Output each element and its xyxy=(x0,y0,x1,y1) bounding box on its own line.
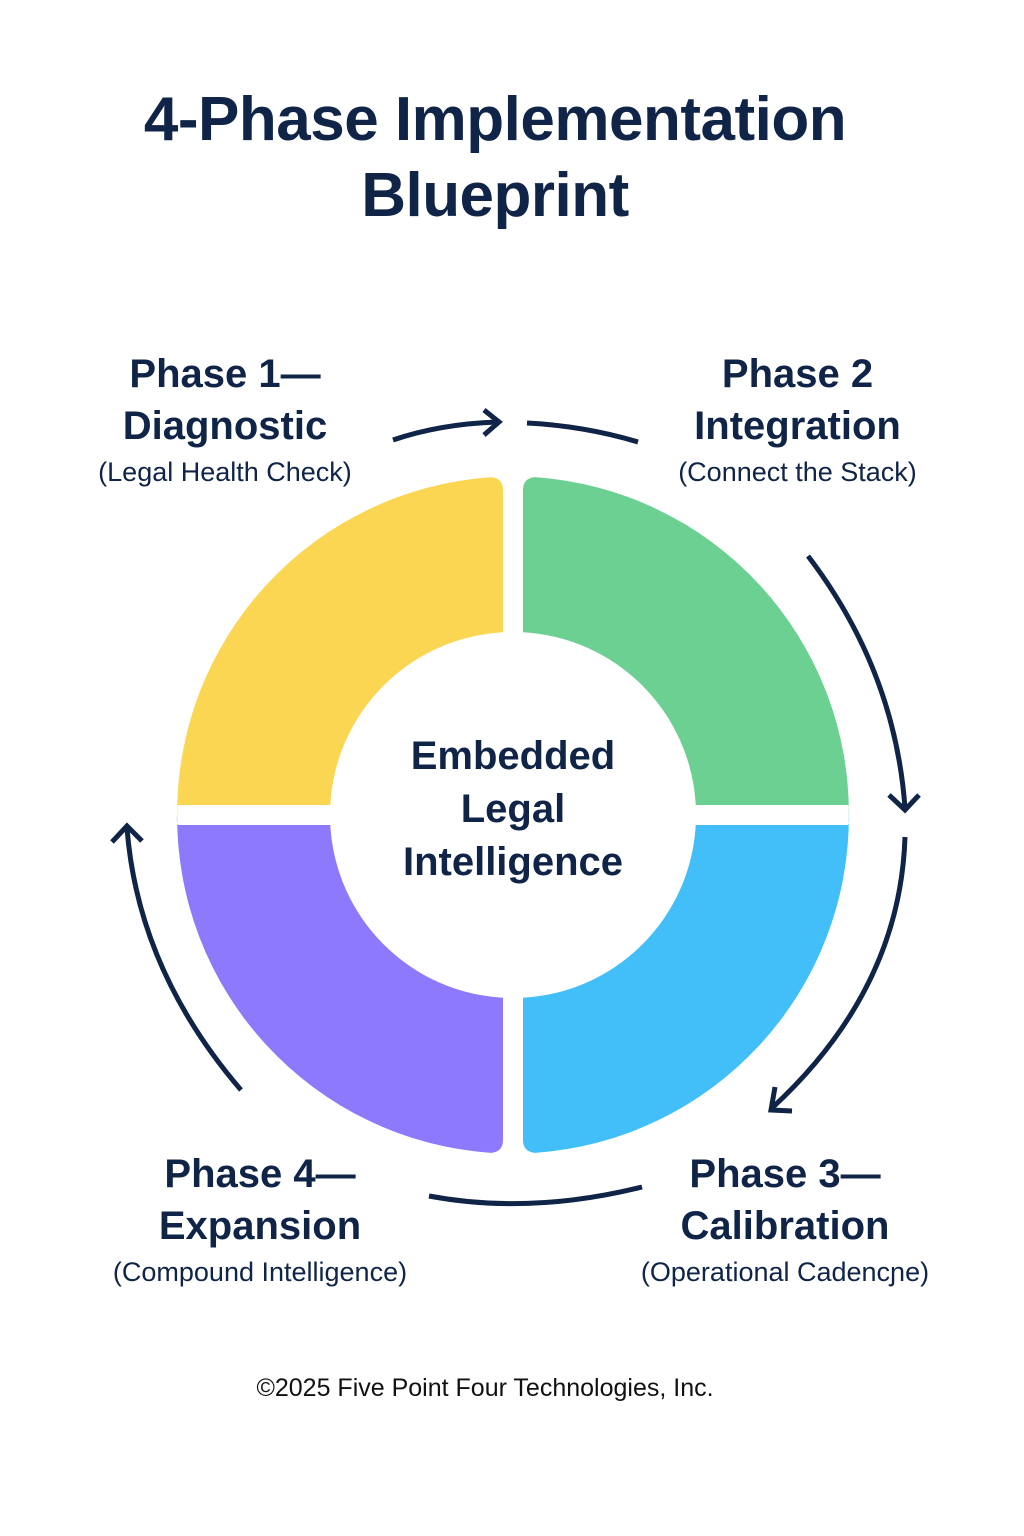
phase-3-heading-1: Phase 3— xyxy=(689,1152,881,1196)
copyright-footer: ©2025 Five Point Four Technologies, Inc. xyxy=(256,1374,714,1402)
segment-phase-4 xyxy=(176,813,503,1153)
arrow-phase-2-to-3 xyxy=(806,554,908,809)
phase-3-subtitle: (Operational Cadencɲe) xyxy=(640,1257,930,1287)
phase-1-subtitle: (Legal Health Check) xyxy=(98,457,352,487)
cycle-arrows xyxy=(110,408,921,1207)
center-label: Embedded Legal Intelligence xyxy=(343,730,683,889)
segment-phase-3 xyxy=(523,813,850,1153)
connector-top-right xyxy=(526,420,639,445)
arrow-phase-3-connector xyxy=(770,836,908,1110)
arrow-phase-4-to-1 xyxy=(124,827,243,1092)
phase-4-subtitle: (Compound Intelligence) xyxy=(112,1257,408,1287)
phase-3-heading-2: Calibration xyxy=(680,1204,890,1248)
center-label-line-2: Legal xyxy=(460,787,566,831)
phase-2-subtitle: (Connect the Stack) xyxy=(678,457,917,487)
arrowhead-phase-4-to-1-icon xyxy=(110,822,144,844)
page-title-line-2: Blueprint xyxy=(361,161,629,230)
page-title-line-1: 4-Phase Implementation xyxy=(143,85,847,154)
arrowhead-phase-3-icon xyxy=(768,1086,793,1114)
segment-phase-2 xyxy=(523,477,850,817)
center-label-line-1: Embedded xyxy=(410,734,616,778)
phase-2-heading-1: Phase 2 xyxy=(721,352,874,396)
ring-segments xyxy=(176,477,850,1153)
phase-1-label: Phase 1— Diagnostic (Legal Health Check) xyxy=(60,348,390,490)
arrow-phase-1-to-2 xyxy=(392,419,498,443)
phase-4-heading-2: Expansion xyxy=(158,1204,362,1248)
phase-2-label: Phase 2 Integration (Connect the Stack) xyxy=(640,348,955,490)
phase-4-label: Phase 4— Expansion (Compound Intelligenc… xyxy=(70,1148,450,1290)
connector-bottom xyxy=(428,1184,643,1207)
phase-1-heading-1: Phase 1— xyxy=(129,352,321,396)
phase-3-label: Phase 3— Calibration (Operational Cadenc… xyxy=(610,1148,960,1290)
phase-4-heading-1: Phase 4— xyxy=(164,1152,356,1196)
arrowhead-phase-1-to-2-icon xyxy=(482,408,503,437)
arrowhead-phase-2-to-3-icon xyxy=(887,793,921,814)
phase-1-heading-2: Diagnostic xyxy=(122,404,328,448)
phase-2-heading-2: Integration xyxy=(694,404,901,448)
center-label-line-3: Intelligence xyxy=(402,840,624,884)
segment-phase-1 xyxy=(176,477,503,817)
